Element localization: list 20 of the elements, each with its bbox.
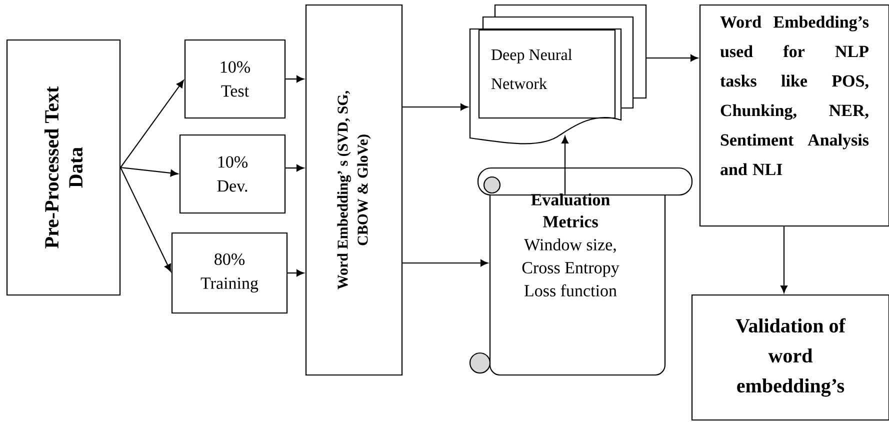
arrow bbox=[562, 136, 568, 194]
arrow bbox=[286, 76, 304, 82]
process-box: Word Embedding’ s (SVD, SG, CBOW & GloVe) bbox=[305, 4, 403, 376]
arrow bbox=[646, 54, 698, 62]
document-stack: Deep Neural Network bbox=[469, 4, 647, 144]
arrow bbox=[120, 167, 172, 272]
process-box: 10% Dev. bbox=[179, 134, 286, 214]
arrow bbox=[286, 164, 304, 172]
arrow bbox=[120, 166, 178, 177]
process-box: Word Embedding’s used for NLP tasks like POS, Chunking, NER, Sentiment Analysis and NLI bbox=[699, 4, 889, 227]
process-box: Pre-Processed Text Data bbox=[6, 39, 121, 296]
arrow bbox=[780, 226, 788, 294]
arrow bbox=[288, 270, 304, 276]
process-box: Validation of word embedding’s bbox=[691, 294, 889, 421]
arrow bbox=[120, 80, 184, 168]
scroll-box: Evaluation Metrics Window size, Cross Entropy Loss function bbox=[469, 167, 693, 376]
process-box: 80% Training bbox=[171, 232, 288, 314]
arrow bbox=[402, 260, 488, 266]
process-box: 10% Test bbox=[184, 39, 286, 119]
arrow bbox=[402, 104, 468, 110]
